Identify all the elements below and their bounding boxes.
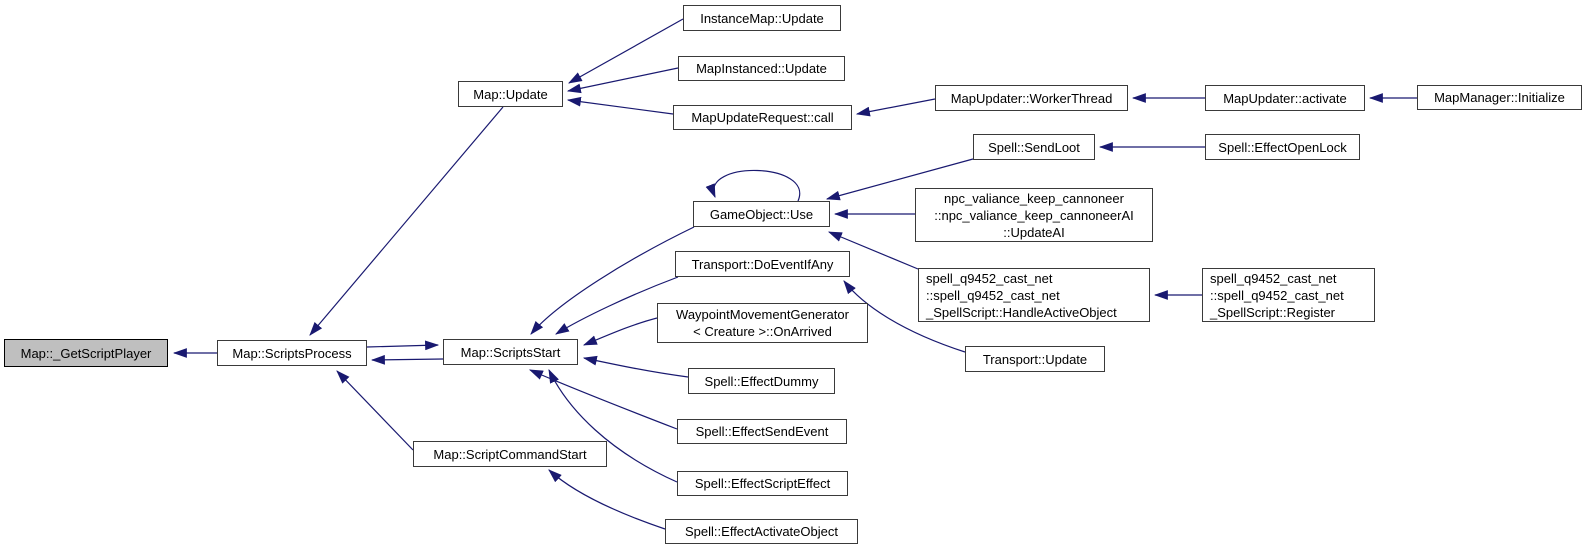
edge-gameobjectuse-self-loop <box>705 169 801 202</box>
edge-sendloot-to-gameobjectuse <box>825 158 974 201</box>
node-transport-update[interactable]: Transport::Update <box>965 346 1105 372</box>
edge-gameobjectuse-to-scriptsstart <box>530 226 695 335</box>
edge-effectsendevent-to-scriptsstart <box>528 369 678 430</box>
node-spell-effectopenlock[interactable]: Spell::EffectOpenLock <box>1205 134 1360 160</box>
node-waypoint-onarrived[interactable]: WaypointMovementGenerator < Creature >::… <box>657 303 868 343</box>
node-map-scriptsstart[interactable]: Map::ScriptsStart <box>443 339 578 365</box>
edge-scriptsstart-to-scriptsprocess <box>370 354 444 365</box>
edge-transportupdate-to-doeventifany <box>843 280 966 353</box>
node-map-scriptcommandstart[interactable]: Map::ScriptCommandStart <box>413 441 607 467</box>
node-spell-sendloot[interactable]: Spell::SendLoot <box>973 134 1095 160</box>
node-map-update[interactable]: Map::Update <box>458 81 563 107</box>
edge-effectactivateobject-to-scriptcommandstart <box>548 469 666 530</box>
node-mapinstanced-update[interactable]: MapInstanced::Update <box>678 56 845 81</box>
edge-doeventifany-to-scriptsstart <box>555 276 679 335</box>
edge-instancemapupdate-to-mapupdate <box>568 18 684 84</box>
edge-mapinstancedupdate-to-mapupdate <box>566 67 679 94</box>
node-gameobject-use[interactable]: GameObject::Use <box>693 201 830 227</box>
node-mapupdaterequest-call[interactable]: MapUpdateRequest::call <box>673 105 852 130</box>
edge-effectscripteffect-to-scriptsstart <box>548 368 678 483</box>
node-spell-effectsendevent[interactable]: Spell::EffectSendEvent <box>677 419 847 444</box>
node-mapmanager-initialize[interactable]: MapManager::Initialize <box>1417 85 1582 110</box>
node-map-scriptsprocess[interactable]: Map::ScriptsProcess <box>217 340 367 366</box>
node-spell-q9452-handleactiveobject[interactable]: spell_q9452_cast_net ::spell_q9452_cast_… <box>918 268 1150 322</box>
edge-mapupdate-to-scriptsprocess <box>309 106 504 336</box>
node-map-getscriptplayer[interactable]: Map::_GetScriptPlayer <box>4 339 168 367</box>
node-spell-effectdummy[interactable]: Spell::EffectDummy <box>688 368 835 394</box>
node-spell-q9452-register[interactable]: spell_q9452_cast_net ::spell_q9452_cast_… <box>1202 268 1375 322</box>
node-spell-effectscripteffect[interactable]: Spell::EffectScriptEffect <box>677 471 848 496</box>
edge-mapupdaterequestcall-to-mapupdate <box>566 96 674 115</box>
edge-handleactiveobject-to-gameobjectuse <box>827 231 919 270</box>
node-spell-effectactivateobject[interactable]: Spell::EffectActivateObject <box>665 519 858 544</box>
node-mapupdater-workerthread[interactable]: MapUpdater::WorkerThread <box>935 85 1128 111</box>
edge-scriptsprocess-to-scriptsstart <box>366 340 440 351</box>
node-mapupdater-activate[interactable]: MapUpdater::activate <box>1205 85 1365 111</box>
node-npc-valiance-updateai[interactable]: npc_valiance_keep_cannoneer ::npc_valian… <box>915 188 1153 242</box>
edge-scriptcommandstart-to-scriptsprocess <box>336 370 414 451</box>
edge-workerthread-to-mapupdaterequestcall <box>855 98 936 117</box>
edge-onarrived-to-scriptsstart <box>582 317 658 346</box>
node-instancemap-update[interactable]: InstanceMap::Update <box>683 5 841 31</box>
node-transport-doeventifany[interactable]: Transport::DoEventIfAny <box>675 251 850 277</box>
edge-effectdummy-to-scriptsstart <box>582 355 689 378</box>
